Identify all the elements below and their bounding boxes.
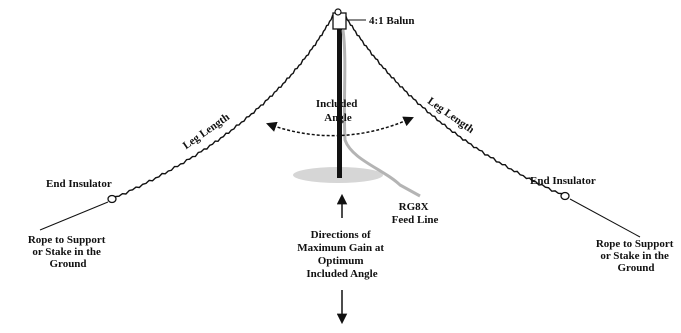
right-rope (569, 198, 641, 238)
rope-left-label-line: or Stake in the (32, 246, 101, 258)
included-angle-arc (266, 116, 414, 137)
leg-length-left-label: Leg Length (181, 111, 232, 152)
rope-right-label-line: Rope to Support (596, 238, 674, 250)
included-angle-label-line: Included (316, 98, 358, 110)
rope-right-label: Rope to Support or Stake in the Ground (596, 238, 676, 274)
feed-line-cable (341, 29, 421, 198)
left-rope (39, 201, 109, 231)
directions-label-line: Maximum Gain at (297, 242, 384, 254)
included-angle-label: Included Angle (316, 98, 360, 124)
end-insulator-left-label: End Insulator (46, 178, 112, 190)
right-end-insulator (560, 191, 570, 201)
left-antenna-leg (111, 13, 335, 200)
feed-line-label-line: Feed Line (392, 214, 439, 226)
included-angle-label-line: Angle (324, 112, 352, 124)
rope-left-label: Rope to Support or Stake in the Ground (28, 234, 108, 270)
balun-top-ring (334, 8, 342, 16)
left-end-insulator (107, 194, 117, 204)
feed-line-label: RG8X Feed Line (392, 201, 439, 226)
feed-line-label-line: RG8X (399, 201, 429, 213)
balun-label: 4:1 Balun (369, 15, 415, 27)
right-antenna-leg (343, 13, 566, 197)
directions-label-line: Directions of (311, 229, 371, 241)
mast (337, 24, 342, 178)
directions-label-line: Optimum (318, 255, 364, 267)
rope-left-label-line: Ground (49, 258, 86, 270)
end-insulator-right-label: End Insulator (530, 175, 596, 187)
directions-label-line: Included Angle (306, 268, 377, 280)
rope-right-label-line: or Stake in the (600, 250, 669, 262)
directions-label: Directions of Maximum Gain at Optimum In… (297, 229, 387, 280)
rope-left-label-line: Rope to Support (28, 234, 106, 246)
balun-box (332, 12, 347, 30)
rope-right-label-line: Ground (617, 262, 654, 274)
